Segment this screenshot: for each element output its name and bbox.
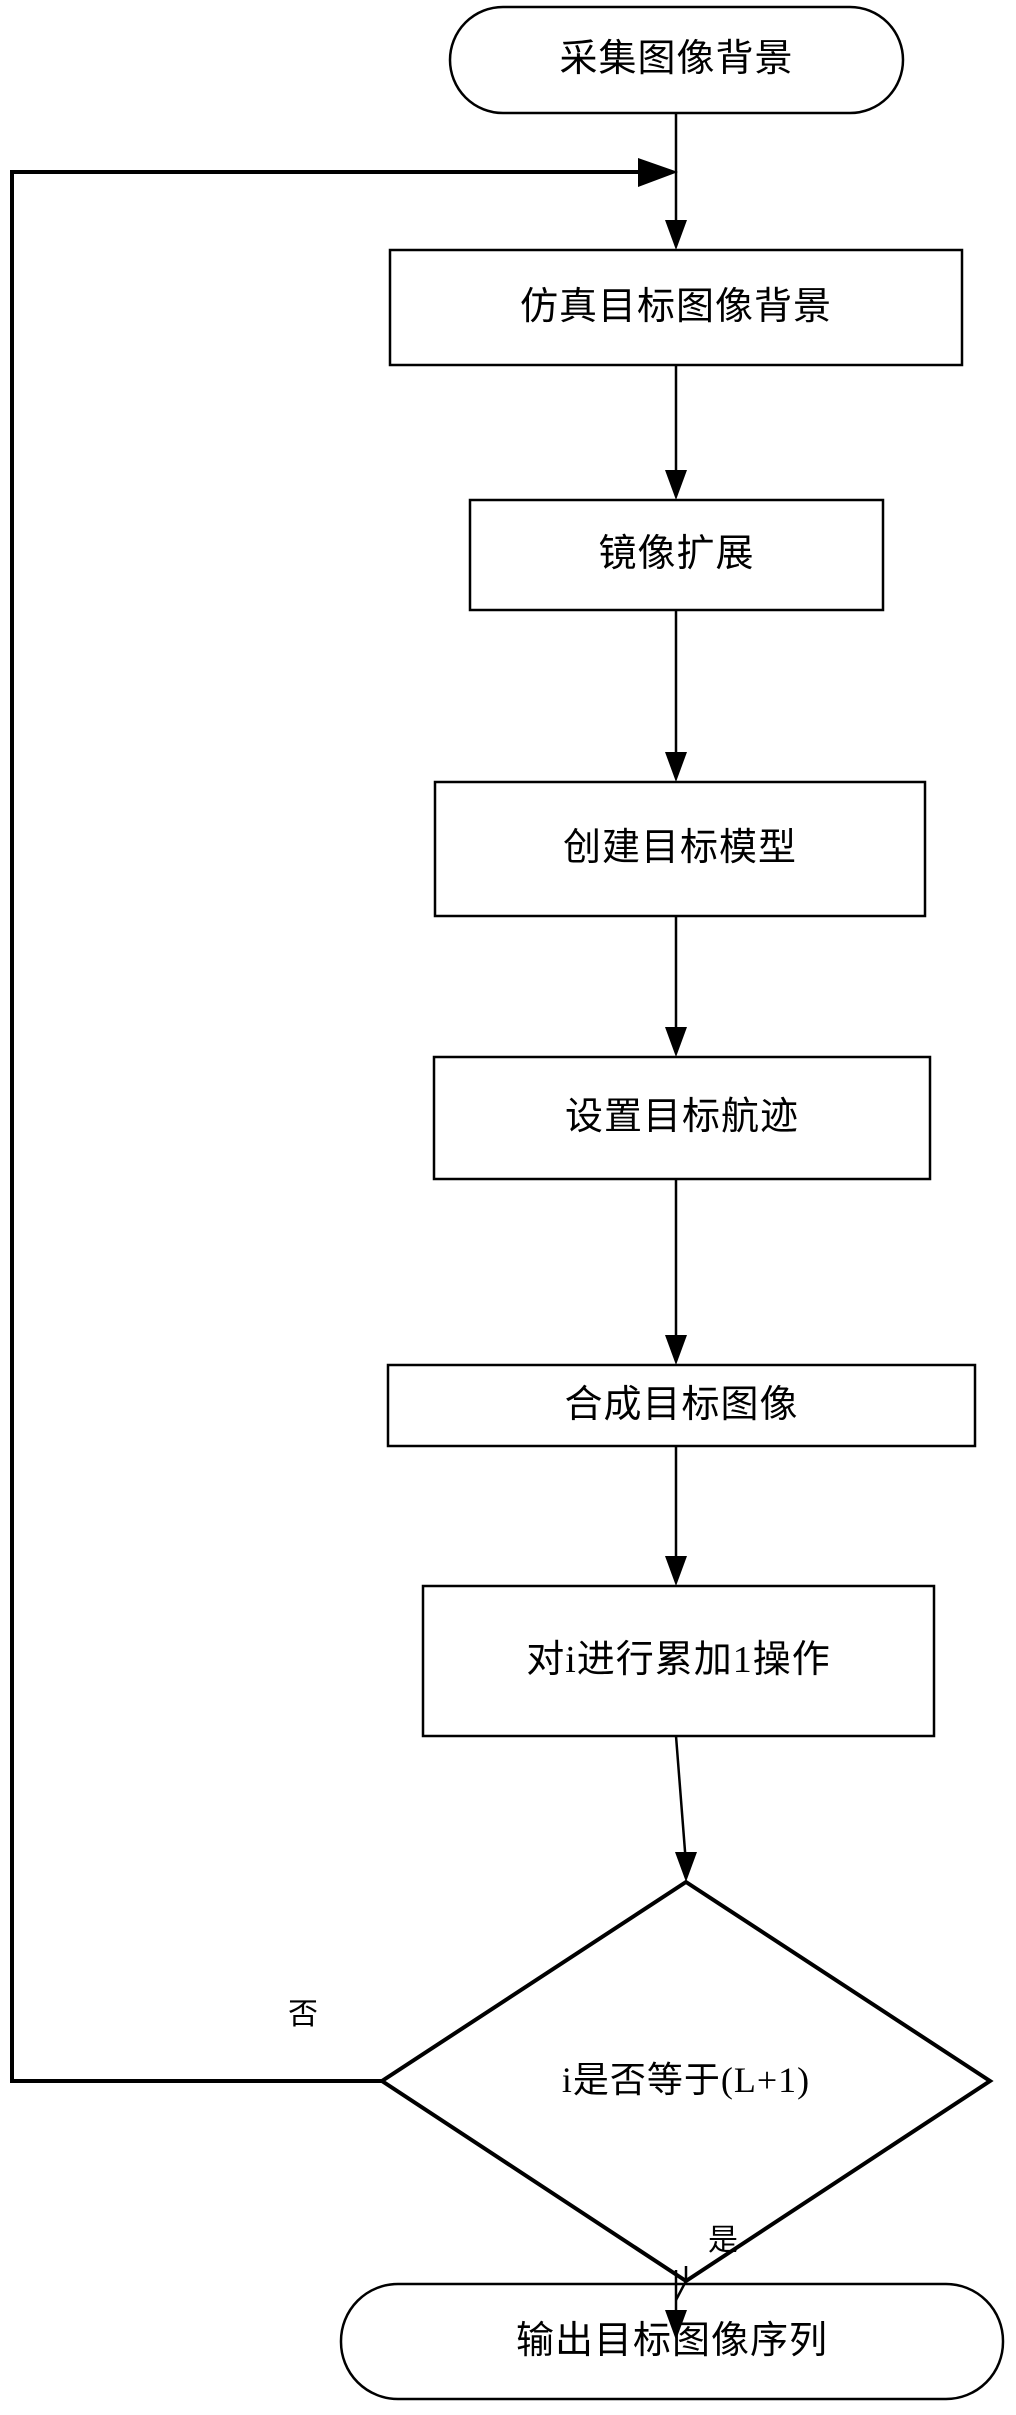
- node-increment-i-shape[interactable]: [421, 1584, 936, 1738]
- arrowhead-decision: [675, 1852, 697, 1882]
- node-check-i-equals-l-plus-1-shape[interactable]: [378, 1879, 994, 2284]
- edge-label-no: 否: [288, 1998, 318, 2031]
- node-set-target-track-shape[interactable]: [432, 1055, 932, 1181]
- arrowhead-feedback-loop: [638, 158, 678, 187]
- node-output-sequence-shape[interactable]: [339, 2282, 1005, 2401]
- arrowhead-output-sequence: [665, 2310, 687, 2340]
- node-synthesize-target-image-shape[interactable]: [386, 1363, 977, 1448]
- arrowhead-increment-i: [665, 1556, 687, 1586]
- edge-label-yes: 是: [708, 2224, 738, 2257]
- arrowhead-simulate-background: [665, 220, 687, 250]
- edge-no-feedback-loop: [10, 170, 657, 2083]
- node-simulate-background-shape[interactable]: [388, 248, 964, 367]
- edge-decision-bottom-connector: [674, 2280, 688, 2301]
- node-start-shape[interactable]: [448, 5, 905, 115]
- arrowhead-mirror-extend: [665, 470, 687, 500]
- arrowhead-synthesize-target-image: [665, 1335, 687, 1365]
- arrowhead-create-target-model: [665, 752, 687, 782]
- node-mirror-extend-shape[interactable]: [468, 498, 885, 612]
- node-create-target-model-shape[interactable]: [433, 780, 927, 918]
- arrowhead-set-target-track: [665, 1027, 687, 1057]
- edge-increment-i-to-decision: [674, 1735, 688, 1865]
